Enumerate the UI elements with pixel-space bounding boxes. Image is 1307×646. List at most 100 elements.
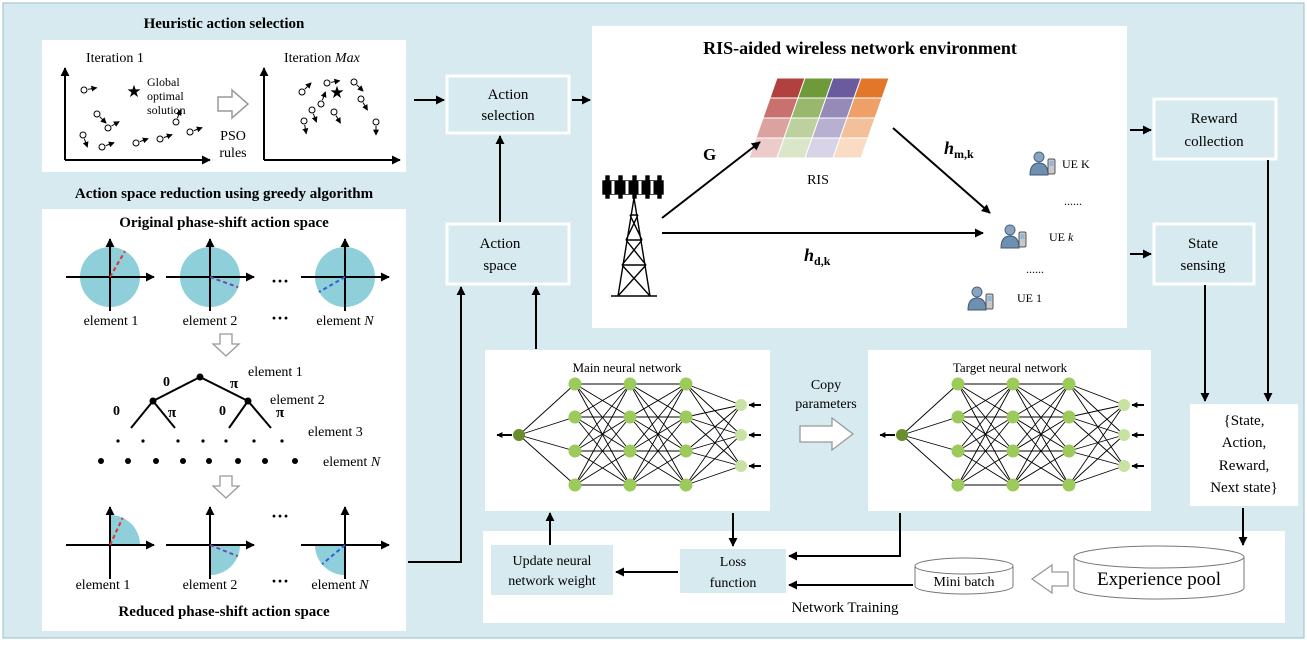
ue-K-label: UE K: [1062, 157, 1090, 171]
user-body-icon: [1029, 162, 1049, 176]
original-ellipsis: ···: [271, 271, 289, 291]
nn-hidden-node: [1006, 444, 1020, 458]
tree-dots: [98, 439, 298, 464]
nn-edge: [629, 383, 687, 486]
nn-input-node: [735, 429, 747, 441]
nn-hidden-node: [1062, 410, 1076, 424]
experience-tuple-box: {State, Action, Reward, Next state}: [1190, 404, 1298, 506]
user-head-icon: [971, 286, 983, 298]
phone-screen: [987, 296, 992, 301]
orig-element-1: element 1: [84, 314, 139, 329]
svg-text:Action: Action: [488, 87, 529, 103]
nn-edge: [518, 383, 576, 436]
hdk-label: hd,k: [804, 245, 831, 268]
hmk-label: hm,k: [944, 138, 974, 161]
flow-arrows: [408, 95, 1273, 590]
svg-text:Loss: Loss: [720, 555, 746, 570]
nn-edge: [901, 416, 959, 436]
tree-ellipsis-dot: [176, 439, 180, 443]
svg-text:function: function: [710, 576, 757, 591]
user-head-icon: [1004, 224, 1016, 236]
nn-edge: [1068, 383, 1125, 436]
svg-text:Update neural: Update neural: [513, 554, 592, 569]
nn-hidden-node: [1062, 444, 1076, 458]
g-link-arrow: [661, 141, 761, 219]
nn-edge: [685, 434, 742, 486]
pso-arrow-icon: [217, 88, 250, 120]
nn-edge: [574, 416, 631, 486]
tree-ellipsis-dot: [116, 439, 120, 443]
tree-ellipsis-dot: [280, 439, 284, 443]
heuristic-panel: Heuristic action selection Iteration 1 ★…: [42, 16, 406, 172]
svg-text:{State,: {State,: [1224, 413, 1265, 429]
nn-edge: [901, 434, 959, 452]
nn-output-node: [513, 429, 525, 441]
tree-element-n: element N: [323, 455, 381, 470]
nn-edge: [1068, 404, 1125, 452]
nn-edge: [574, 383, 631, 486]
hmk-link-arrow: [892, 127, 991, 214]
nn-edge: [957, 383, 1014, 486]
phase-shift-line: [109, 250, 126, 278]
nn-edge: [518, 434, 576, 452]
nn-hidden-node: [951, 444, 965, 458]
phase-quadrant: [110, 515, 140, 545]
global-label-2: optimal: [147, 89, 184, 103]
state-sensing-box: State sensing: [1152, 222, 1256, 286]
nn-input-node: [735, 460, 747, 472]
phase-shift-line: [321, 544, 346, 566]
nn-edge: [957, 450, 1014, 486]
particles-iteration-max: [298, 78, 380, 136]
nn-hidden-node: [1006, 478, 1020, 492]
nn-edge: [1012, 416, 1070, 486]
experience-pool-cylinder: [1073, 545, 1245, 600]
ue-k-label: UE k: [1049, 230, 1074, 244]
nn-hidden-node: [951, 478, 965, 492]
particle: [79, 131, 87, 139]
svg-text:Action,: Action,: [1222, 435, 1267, 451]
particle-velocity-arrow: [311, 113, 318, 123]
copy-arrow-icon: [799, 416, 855, 452]
nn-edge: [685, 450, 742, 467]
tree-ellipsis-dot: [201, 439, 205, 443]
nn-hidden-node: [1062, 478, 1076, 492]
svg-text:space: space: [483, 258, 517, 274]
action-space-box: Action space: [445, 222, 571, 286]
nn-edge: [629, 416, 687, 486]
nn-edge: [685, 416, 742, 436]
tree-label-pi-top: π: [230, 376, 239, 392]
tree-leaf-dot: [292, 458, 298, 464]
training-panel: Update neural network weight Loss functi…: [483, 531, 1285, 623]
nn-edge: [685, 404, 742, 452]
particle-velocity-arrow: [302, 124, 309, 135]
tree-leaf-dot: [153, 458, 159, 464]
copy-label-1: Copy: [811, 378, 841, 393]
particle-velocity-arrow: [82, 138, 89, 148]
svg-text:Mini batch: Mini batch: [933, 575, 994, 590]
particle: [350, 78, 358, 86]
particle-velocity-arrow: [87, 85, 98, 92]
particle: [317, 100, 325, 108]
svg-text:collection: collection: [1184, 134, 1244, 150]
particle-velocity-arrow: [193, 126, 203, 133]
svg-text:Experience pool: Experience pool: [1097, 569, 1221, 590]
user-head-icon: [1033, 151, 1045, 163]
nn-output-node: [896, 429, 908, 441]
orig-element-2: element 2: [183, 314, 238, 329]
nn-edge: [1068, 434, 1125, 452]
svg-text:Target neural network: Target neural network: [953, 360, 1068, 375]
ris-label: RIS: [807, 173, 829, 188]
nn-edge: [1068, 434, 1125, 486]
nn-edge: [629, 383, 687, 418]
nn-edge: [1012, 383, 1070, 486]
pso-label-1: PSO: [220, 129, 246, 144]
tree-label-pi-left: π: [168, 405, 177, 421]
phone-screen: [1049, 161, 1054, 166]
ue-dots-1: ......: [1064, 194, 1082, 208]
pso-label-2: rules: [219, 146, 246, 161]
down-arrow-icon: [211, 475, 241, 499]
reduced-ellipsis: ···: [271, 506, 289, 526]
g-label: G: [703, 145, 716, 164]
nn-edge: [957, 383, 1014, 452]
tree-leaf-dot: [98, 458, 104, 464]
